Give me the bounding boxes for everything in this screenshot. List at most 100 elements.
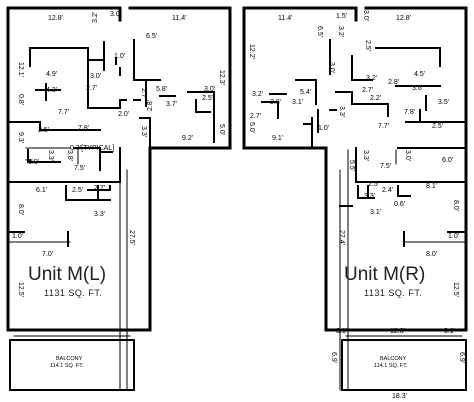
dim-label: 27.5' (128, 230, 135, 245)
dim-label: 9.3' (17, 132, 24, 143)
typical-note: 0.3'[TYPICAL] (70, 145, 114, 152)
dim-label: 3.3' (140, 126, 147, 137)
dim-label: 6.9' (458, 352, 465, 363)
dim-label: 2.0' (118, 111, 129, 118)
dim-label: 12.2' (248, 44, 255, 59)
dim-label: 3.1' (370, 209, 381, 216)
dim-label: 8.0' (17, 204, 24, 215)
dim-label: 1.5' (336, 13, 347, 20)
dim-label: 2.5' (432, 123, 443, 130)
dim-label: 3.0' (204, 86, 215, 93)
dim-label: 12.1' (17, 62, 24, 77)
unit-area-left: 1131 SQ. FT. (44, 288, 102, 298)
dim-label: 3.0' (362, 10, 369, 21)
dim-label: 8.0' (452, 200, 459, 211)
dim-label: 7.8' (78, 125, 89, 132)
dim-label: 2.5' (368, 181, 379, 188)
dim-label: 3.1' (444, 328, 455, 335)
dim-label: 0.6' (394, 201, 405, 208)
dim-label: 27.4' (338, 230, 345, 245)
dim-label: 3.2' (92, 12, 99, 23)
dim-label: 0.8' (17, 94, 24, 105)
dim-label: 12.0' (390, 328, 405, 335)
dim-label: 3.1' (336, 328, 347, 335)
dim-label: 18.3' (392, 393, 407, 400)
dim-label: 11.4' (172, 15, 186, 22)
unit-right-walls (242, 6, 468, 391)
dim-label: 2.5' (364, 40, 371, 51)
dim-label: 2.7' (94, 185, 105, 192)
unit-title-left: Unit M(L) (28, 264, 106, 285)
dim-label: 3.3' (47, 150, 54, 161)
dim-label: 3.0' (404, 150, 411, 161)
dim-label: 3.1' (292, 99, 303, 106)
dim-label: 7.8' (404, 109, 415, 116)
dim-label: 3.5' (438, 99, 449, 106)
dim-label: 4.9' (46, 71, 57, 78)
dim-label: 3.3' (338, 106, 345, 117)
balcony-label-right: BALCONY (380, 356, 407, 362)
dim-label: 3.8' (66, 150, 73, 161)
dim-label: 12.8' (48, 15, 63, 22)
balcony-area-left: 114.1 SQ. FT. (50, 363, 84, 369)
dim-label: 3.6' (412, 85, 423, 92)
dim-label: 2.7' (250, 113, 261, 120)
dim-label: 2.7' (86, 85, 97, 92)
dim-label: 4.5' (414, 71, 425, 78)
dim-label: 3.7' (166, 101, 177, 108)
dim-label: 7.7' (378, 123, 389, 130)
dim-label: 2.7' (362, 87, 373, 94)
dim-label: 7.5' (380, 163, 391, 170)
dim-label: 12.8' (396, 15, 411, 22)
dim-label: 2.8' (388, 79, 399, 86)
dim-label: 6.0' (442, 157, 453, 164)
dim-label: 9.2' (182, 135, 193, 142)
dim-label: 4.3' (46, 87, 57, 94)
dim-label: 12.5' (17, 282, 24, 297)
dim-label: 2.5' (72, 187, 83, 194)
dim-label: 7.5' (74, 165, 85, 172)
dim-label: 6.1' (36, 187, 47, 194)
unit-area-right: 1131 SQ. FT. (364, 288, 422, 298)
dim-label: 1.0' (318, 125, 329, 132)
dim-label: 1.0' (12, 233, 23, 240)
dim-label: 1.0' (448, 233, 459, 240)
unit-left-dimensions: 12.8' 3.2' 3.0' 11.4' 6.5' 1.0' 12.3' 12… (12, 11, 225, 369)
unit-right-dimensions: 11.4' 1.5' 3.0' 12.8' 6.5' 3.2' 12.2' 2.… (248, 10, 465, 400)
balcony-area-right: 114.1 SQ. FT. (374, 363, 408, 369)
unit-left-walls (6, 6, 232, 391)
dim-label: 5.4' (300, 89, 311, 96)
dim-label: 5.8' (156, 86, 167, 93)
dim-label: 3.0' (90, 73, 101, 80)
dim-label: 3.0' (328, 62, 335, 73)
dim-label: 8.1' (426, 183, 437, 190)
dim-label: 3.2' (252, 91, 263, 98)
dim-label: 5.0' (218, 124, 225, 135)
dim-label: 2.4' (382, 187, 393, 194)
dim-label: 2.8' (270, 99, 281, 106)
dim-label: 7.0' (42, 251, 53, 258)
dim-label: 12.3' (218, 70, 225, 85)
dim-label: 3.3' (364, 193, 375, 200)
dim-label: 3.2' (366, 75, 377, 82)
dim-label: 1.0' (114, 53, 125, 60)
dim-label: 6.9' (330, 352, 337, 363)
dim-label: 2.5' (202, 95, 213, 102)
dim-label: 3.3' (94, 211, 105, 218)
dim-label: 5.5' (348, 160, 355, 171)
dim-label: 8.0' (426, 251, 437, 258)
dim-label: 5.0' (248, 122, 255, 133)
dim-label: 2.5' (38, 127, 49, 134)
dim-label: 3.0' (110, 11, 121, 18)
dim-label: 6.5' (146, 33, 157, 40)
dim-label: 6.5' (316, 26, 323, 37)
balcony-label-left: BALCONY (56, 356, 83, 362)
dim-label: 2.8' (147, 100, 154, 111)
dim-label: 11.4' (278, 15, 292, 22)
dim-label: 2.7' (140, 88, 147, 99)
dim-label: 3.2' (337, 26, 344, 37)
unit-title-right: Unit M(R) (344, 264, 425, 285)
dim-label: 7.7' (58, 109, 69, 116)
dim-label: 6.0' (28, 159, 39, 166)
